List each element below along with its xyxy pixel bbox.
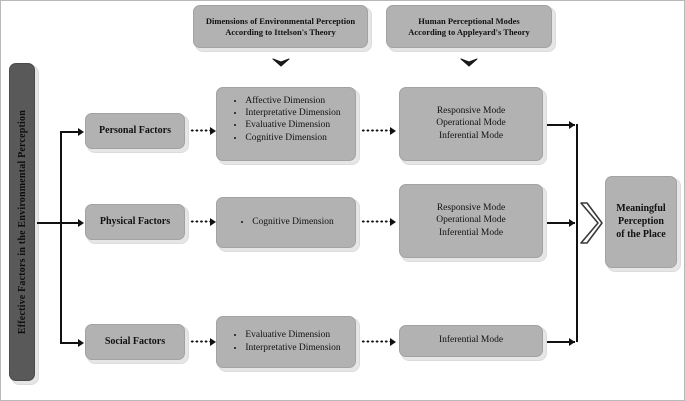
chevron-down-icon-ittelson (272, 57, 290, 67)
factor-box-social: Social Factors (85, 324, 185, 360)
arrowhead-personal-trunk (569, 121, 575, 129)
list-item: Evaluative Dimension (245, 330, 340, 341)
list-item: Cognitive Dimension (245, 133, 340, 144)
mode-item: Operational Mode (436, 215, 506, 226)
list-item: Cognitive Dimension (252, 217, 334, 228)
modes-box-personal: Responsive Mode Operational Mode Inferen… (399, 87, 543, 161)
header-box-ittelson: Dimensions of Environmental Perception A… (193, 5, 368, 48)
factor-label-physical: Physical Factors (99, 216, 171, 228)
dotted-connector-personal-modes (361, 129, 391, 132)
connector-personal-to-trunk (547, 124, 575, 126)
dimensions-list-physical: Cognitive Dimension (234, 216, 334, 229)
arrowhead-social-modes (390, 338, 396, 346)
connector-social-to-trunk (547, 341, 575, 343)
dimensions-list-personal: Affective Dimension Interpretative Dimen… (227, 95, 340, 145)
dotted-connector-physical-modes (361, 220, 391, 223)
mode-item: Responsive Mode (436, 203, 506, 214)
outcome-line1: Meaningful (616, 203, 666, 215)
dotted-connector-social-dimensions (190, 340, 211, 343)
arrowhead-physical-trunk (569, 219, 575, 227)
arrowhead-physical-modes (390, 218, 396, 226)
arrowhead-personal-dimensions (210, 127, 216, 135)
connector-label-stub (37, 222, 61, 224)
header-box-appleyard: Human Perceptional Modes According to Ap… (386, 5, 552, 48)
mode-item: Inferential Mode (438, 335, 504, 346)
connector-to-personal (60, 131, 80, 133)
dimensions-box-physical: Cognitive Dimension (216, 197, 356, 248)
list-item: Interpretative Dimension (245, 343, 340, 354)
modes-box-social: Inferential Mode (399, 325, 543, 357)
factor-label-personal: Personal Factors (99, 125, 171, 137)
connector-to-social (60, 342, 80, 344)
connector-to-physical (60, 222, 80, 224)
outcome-box-meaningful-perception: Meaningful Perception of the Place (605, 176, 677, 268)
mode-item: Inferential Mode (438, 130, 504, 141)
outcome-line2: Perception (618, 216, 664, 228)
chevron-down-icon-appleyard (460, 57, 478, 67)
mode-item: Operational Mode (436, 118, 506, 129)
chevron-right-icon-outcome (577, 200, 603, 246)
arrowhead-physical-dimensions (210, 218, 216, 226)
modes-box-physical: Responsive Mode Operational Mode Inferen… (399, 184, 543, 258)
header-ittelson-line2: According to Ittelson's Theory (225, 26, 336, 37)
factor-label-social: Social Factors (104, 336, 166, 348)
arrowhead-personal-modes (390, 127, 396, 135)
header-appleyard-line2: According to Appleyard's Theory (408, 26, 530, 37)
header-appleyard-line1: Human Perceptional Modes (418, 16, 520, 27)
dotted-connector-social-modes (361, 340, 391, 343)
dotted-connector-physical-dimensions (190, 220, 211, 223)
vertical-axis-label-text: Effective Factors in the Environmental P… (16, 109, 28, 335)
header-ittelson-line1: Dimensions of Environmental Perception (205, 16, 356, 27)
dimensions-box-social: Evaluative Dimension Interpretative Dime… (216, 316, 356, 368)
outcome-line3: of the Place (616, 228, 666, 240)
connector-physical-to-trunk (547, 222, 575, 224)
list-item: Interpretative Dimension (245, 108, 340, 119)
mode-item: Inferential Mode (438, 227, 504, 238)
arrowhead-to-personal (78, 128, 84, 136)
connector-left-trunk (60, 131, 62, 344)
dimensions-list-social: Evaluative Dimension Interpretative Dime… (227, 329, 340, 354)
arrowhead-to-physical (78, 219, 84, 227)
list-item: Affective Dimension (245, 96, 340, 107)
mode-item: Responsive Mode (436, 106, 506, 117)
factor-box-personal: Personal Factors (85, 113, 185, 149)
arrowhead-to-social (78, 339, 84, 347)
dimensions-box-personal: Affective Dimension Interpretative Dimen… (216, 87, 356, 161)
vertical-axis-label: Effective Factors in the Environmental P… (9, 63, 35, 381)
arrowhead-social-dimensions (210, 338, 216, 346)
arrowhead-social-trunk (569, 338, 575, 346)
dotted-connector-personal-dimensions (190, 129, 211, 132)
list-item: Evaluative Dimension (245, 120, 340, 131)
connector-right-trunk (576, 124, 578, 342)
factor-box-physical: Physical Factors (85, 204, 185, 240)
